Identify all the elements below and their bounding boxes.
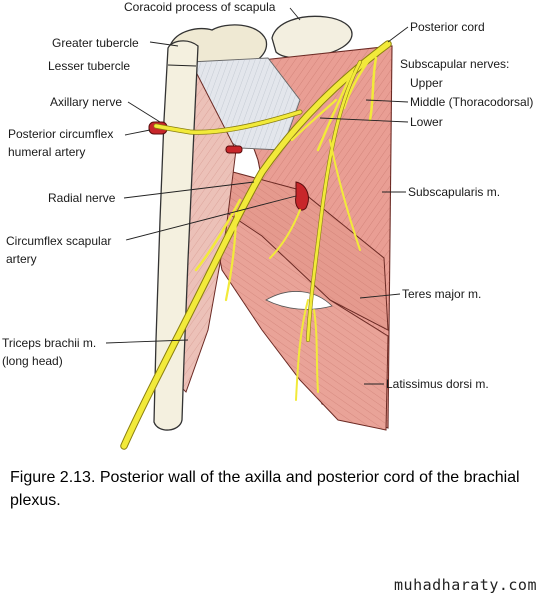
- label-subscapular-nerves: Subscapular nerves:: [400, 57, 510, 71]
- label-upper: Upper: [410, 76, 443, 90]
- circumflex-scapular-artery: [295, 181, 309, 211]
- label-triceps-line2: (long head): [2, 354, 63, 368]
- leader-lines: [105, 7, 409, 385]
- latissimus-dorsi-muscle: [207, 198, 389, 431]
- label-lower: Lower: [410, 115, 443, 129]
- label-teres-major: Teres major m.: [402, 287, 482, 301]
- label-triceps-line1: Triceps brachii m.: [2, 336, 97, 350]
- axilla-illustration: [105, 7, 409, 450]
- label-subscapularis: Subscapularis m.: [408, 185, 501, 199]
- label-greater-tubercle: Greater tubercle: [52, 36, 139, 50]
- label-circumflex-scapular-line1: Circumflex scapular: [6, 234, 112, 248]
- label-coracoid-process: Coracoid process of scapula: [124, 0, 276, 14]
- label-lesser-tubercle: Lesser tubercle: [48, 59, 131, 73]
- label-axillary-nerve: Axillary nerve: [50, 95, 123, 109]
- label-posterior-circumflex-line1: Posterior circumflex: [8, 127, 114, 141]
- figure-caption: Figure 2.13. Posterior wall of the axill…: [10, 469, 520, 509]
- watermark: muhadharaty.com: [394, 576, 537, 594]
- label-middle-thoracodorsal: Middle (Thoracodorsal): [410, 95, 534, 109]
- anatomy-figure: Coracoid process of scapula Greater tube…: [2, 0, 534, 450]
- label-latissimus-dorsi: Latissimus dorsi m.: [386, 377, 489, 391]
- label-posterior-cord: Posterior cord: [410, 20, 485, 34]
- humerus: [153, 40, 199, 431]
- label-circumflex-scapular-line2: artery: [6, 252, 37, 266]
- label-radial-nerve: Radial nerve: [48, 191, 116, 205]
- nerves: [120, 40, 392, 450]
- label-posterior-circumflex-line2: humeral artery: [8, 145, 86, 159]
